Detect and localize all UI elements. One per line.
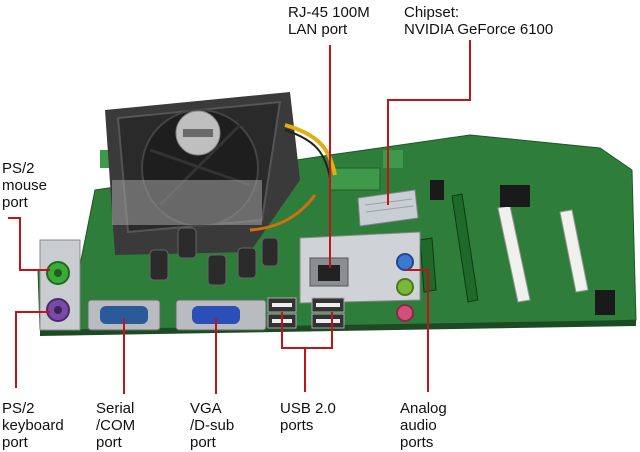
leader-ps2-keyboard: [15, 311, 50, 388]
io-chip: [430, 180, 444, 200]
label-rj45-lan-port: RJ-45 100M LAN port: [288, 4, 370, 38]
fan-header-2: [383, 150, 403, 168]
audio-jack-green: [396, 278, 414, 296]
cpu-cooler: [105, 92, 300, 255]
misc-chip: [595, 290, 615, 315]
label-usb-ports: USB 2.0 ports: [280, 400, 336, 434]
leader-usb: [281, 312, 333, 349]
label-ps2-mouse-port: PS/2 mouse port: [2, 160, 48, 211]
label-audio-ports: Analog audio ports: [400, 400, 447, 451]
label-vga-port: VGA /D-sub port: [190, 400, 235, 451]
audio-jack-blue: [396, 253, 414, 271]
label-chipset: Chipset: NVIDIA GeForce 6100: [404, 4, 554, 38]
bios-chip: [500, 185, 530, 207]
power-connector: [329, 167, 381, 191]
leader-ps2-mouse: [8, 217, 50, 271]
leader-chipset: [387, 40, 471, 205]
fan-cable: [284, 123, 337, 176]
capacitors: [149, 227, 279, 286]
label-serial-port: Serial /COM port: [96, 400, 136, 451]
label-ps2-keyboard-port: PS/2 keyboard port: [2, 400, 64, 451]
leader-audio: [405, 269, 429, 392]
leader-lines: [8, 40, 471, 394]
chipset-heatsink: [357, 189, 419, 227]
audio-jack-pink: [396, 304, 414, 322]
